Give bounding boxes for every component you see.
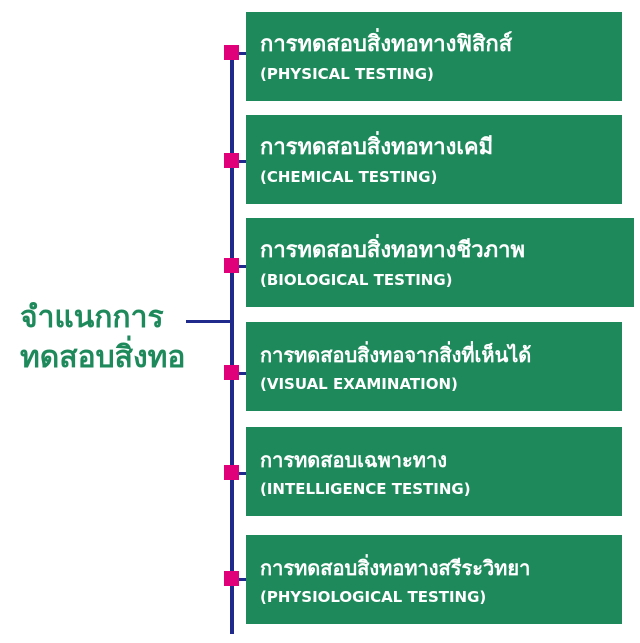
category-box-intelligence: การทดสอบเฉพาะทาง (INTELLIGENCE TESTING) — [246, 427, 622, 516]
node-marker — [224, 153, 239, 168]
category-thai-label: การทดสอบเฉพาะทาง — [260, 448, 447, 472]
root-label-line2: ทดสอบสิ่งทอ — [20, 340, 186, 375]
category-english-label: (CHEMICAL TESTING) — [260, 168, 438, 186]
category-thai-label: การทดสอบสิ่งทอทางชีวภาพ — [260, 238, 526, 263]
category-thai-label: การทดสอบสิ่งทอจากสิ่งที่เห็นได้ — [260, 343, 532, 367]
category-english-label: (BIOLOGICAL TESTING) — [260, 271, 453, 289]
category-english-label: (VISUAL EXAMINATION) — [260, 375, 458, 393]
vertical-spine — [230, 52, 234, 634]
root-label: จำแนกการ ทดสอบสิ่งทอ — [20, 298, 190, 378]
node-marker — [224, 571, 239, 586]
category-box-chemical: การทดสอบสิ่งทอทางเคมี (CHEMICAL TESTING) — [246, 115, 622, 204]
category-box-physical: การทดสอบสิ่งทอทางฟิสิกส์ (PHYSICAL TESTI… — [246, 12, 622, 101]
node-marker — [224, 258, 239, 273]
node-marker — [224, 465, 239, 480]
category-english-label: (PHYSIOLOGICAL TESTING) — [260, 588, 487, 606]
category-english-label: (PHYSICAL TESTING) — [260, 65, 434, 83]
root-connector — [186, 320, 232, 323]
branch-connector — [232, 52, 248, 55]
branch-connector — [232, 265, 248, 268]
branch-connector — [232, 372, 248, 375]
category-box-physiological: การทดสอบสิ่งทอทางสรีระวิทยา (PHYSIOLOGIC… — [246, 535, 622, 624]
root-label-line1: จำแนกการ — [20, 300, 164, 335]
category-box-biological: การทดสอบสิ่งทอทางชีวภาพ (BIOLOGICAL TEST… — [246, 218, 634, 307]
node-marker — [224, 365, 239, 380]
category-thai-label: การทดสอบสิ่งทอทางเคมี — [260, 135, 494, 160]
category-thai-label: การทดสอบสิ่งทอทางสรีระวิทยา — [260, 556, 531, 580]
category-box-visual: การทดสอบสิ่งทอจากสิ่งที่เห็นได้ (VISUAL … — [246, 322, 622, 411]
category-english-label: (INTELLIGENCE TESTING) — [260, 480, 471, 498]
branch-connector — [232, 160, 248, 163]
branch-connector — [232, 472, 248, 475]
category-thai-label: การทดสอบสิ่งทอทางฟิสิกส์ — [260, 32, 513, 57]
node-marker — [224, 45, 239, 60]
branch-connector — [232, 578, 248, 581]
